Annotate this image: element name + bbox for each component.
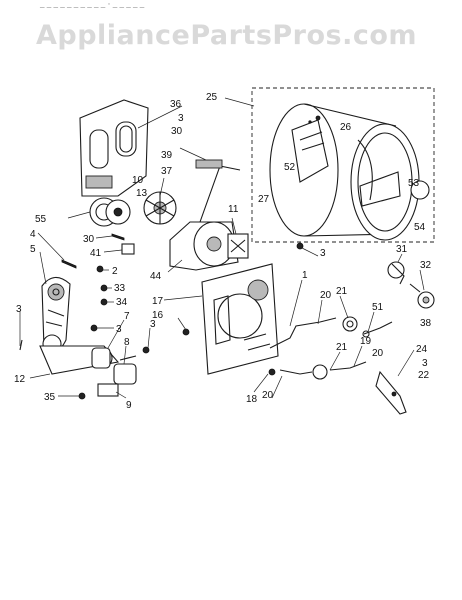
drum-assembly (251, 87, 435, 243)
callout: 7 (124, 311, 130, 322)
callout: 31 (396, 244, 408, 255)
callout: 30 (171, 126, 183, 137)
callout: 20 (372, 348, 384, 359)
base-bulkhead-17 (182, 242, 304, 375)
callout: 13 (136, 188, 148, 199)
callout: 53 (408, 178, 420, 189)
callout: 16 (152, 310, 164, 321)
callout: 2 (112, 266, 118, 277)
callout: 20 (262, 390, 274, 401)
callout-labels: 36 3 30 39 37 10 13 55 11 30 41 44 4 5 2… (14, 92, 432, 411)
callout: 41 (90, 248, 102, 259)
clip-41 (121, 243, 135, 255)
callout: 55 (35, 214, 47, 225)
clip-32 (409, 283, 421, 293)
callout: 9 (126, 400, 132, 411)
motor-mount-parts (61, 233, 135, 273)
callout: 30 (83, 234, 95, 245)
callout: 3 (150, 319, 156, 330)
callout: 21 (336, 286, 348, 297)
callout: 11 (228, 204, 239, 215)
air-duct-assembly (79, 99, 149, 197)
roller-axle-19 (329, 361, 367, 371)
screw-30 (111, 233, 125, 241)
motor-bracket-39 (195, 159, 223, 169)
duct-gasket (115, 121, 137, 157)
bracket-9 (97, 383, 119, 397)
callout: 24 (416, 344, 428, 355)
drum-group-outline (251, 87, 435, 243)
bulkhead-panel (201, 263, 279, 375)
idler-arm-5 (41, 276, 71, 354)
callout: 32 (420, 260, 432, 271)
callout: 26 (340, 122, 352, 133)
watermark: AppliancePartsPros.com (36, 20, 417, 51)
callout: 44 (150, 271, 162, 282)
screw-3f (391, 391, 397, 397)
callout: 4 (30, 229, 36, 240)
cropped-header-text: _ _ _ _ _ _ _ _ _ _ · _ _ _ _ _ (39, 0, 145, 9)
callout: 17 (152, 296, 164, 307)
callout: 12 (14, 374, 26, 385)
screw-3e (296, 242, 304, 250)
drum-seal (410, 180, 430, 200)
drive-motor (169, 159, 249, 271)
callout: 39 (161, 150, 173, 161)
callout: 27 (258, 194, 270, 205)
screw-4 (61, 259, 77, 269)
leader-lines (19, 97, 425, 399)
callout: 33 (114, 283, 126, 294)
duct-opening (89, 129, 109, 169)
callout: 5 (30, 244, 36, 255)
drum-roller-21b (312, 364, 328, 380)
callout: 3 (320, 248, 326, 259)
callout: 10 (132, 175, 144, 186)
callout: 22 (418, 370, 430, 381)
callout: 35 (44, 392, 56, 403)
relay-8 (113, 363, 137, 385)
thermostat-31 (387, 261, 405, 279)
callout: 38 (420, 318, 432, 329)
roller-and-belt-parts (268, 261, 435, 415)
callout: 3 (178, 113, 184, 124)
callout: 25 (206, 92, 218, 103)
callout: 3 (16, 304, 22, 315)
screw-3c (19, 339, 23, 351)
belt-1 (269, 317, 337, 349)
callout: 37 (161, 166, 173, 177)
drum-roller-21a (342, 316, 358, 332)
callout: 54 (414, 222, 426, 233)
callout: 8 (124, 337, 130, 348)
screw-18 (268, 368, 276, 376)
callout: 34 (116, 297, 128, 308)
screw-2 (96, 265, 104, 273)
belt-20c (279, 369, 313, 375)
callout: 36 (170, 99, 182, 110)
callout: 3 (422, 358, 428, 369)
roller-shaft-51 (363, 321, 393, 335)
callout: 3 (116, 324, 122, 335)
drum-vane (359, 171, 401, 207)
callout: 51 (372, 302, 384, 313)
screw-16 (182, 328, 190, 336)
callout: 1 (302, 270, 308, 281)
callout: 21 (336, 342, 348, 353)
blower-assembly (89, 191, 177, 227)
lower-mechanism (19, 284, 150, 400)
bracket-22 (375, 370, 407, 415)
ventilation-symbol-icon (230, 239, 246, 253)
callout: 19 (360, 336, 372, 347)
callout: 18 (246, 394, 258, 405)
screw-3d (142, 346, 150, 354)
callout: 52 (284, 162, 296, 173)
callout: 20 (320, 290, 332, 301)
